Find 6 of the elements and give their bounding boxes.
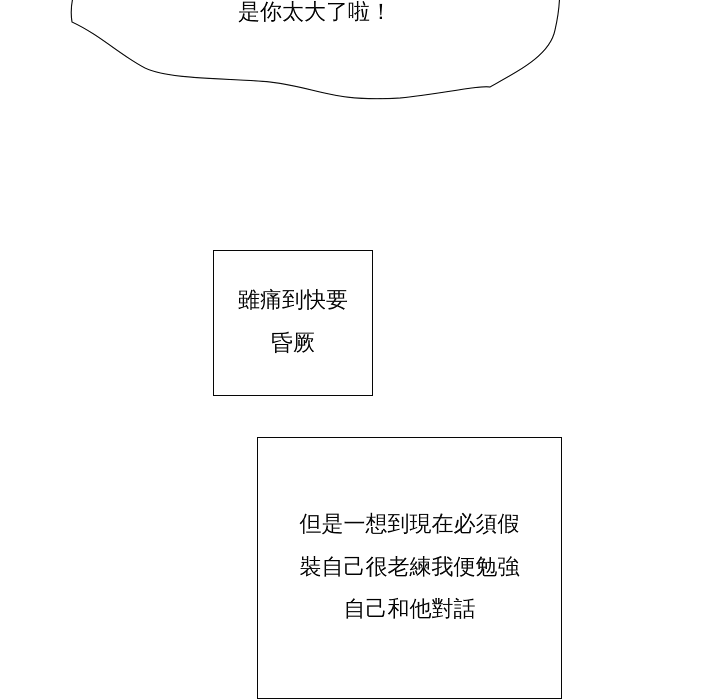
caption-box (257, 437, 562, 699)
caption-text: 但是一想到現在必須假裝自己很老練我便勉強自己和他對話 (298, 510, 520, 624)
caption-box (213, 250, 373, 396)
speech-bubble (70, 0, 560, 102)
speech-text: 是你太大了啦！ (237, 0, 393, 26)
caption-text: 雖痛到快要昏厥 (237, 287, 349, 358)
